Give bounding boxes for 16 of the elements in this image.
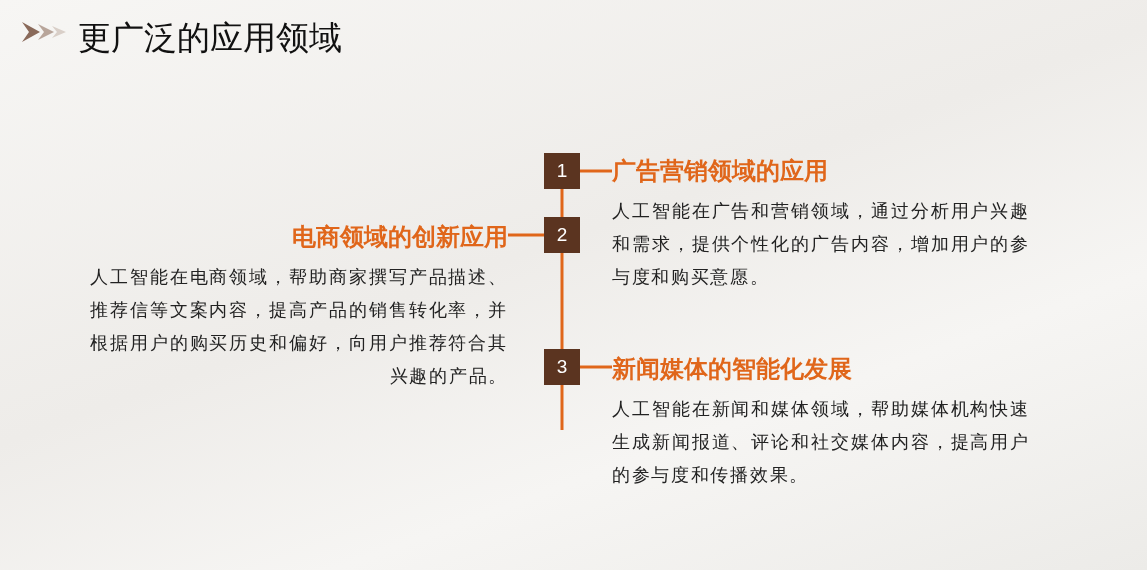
connector-line xyxy=(560,189,564,217)
connector-line xyxy=(508,233,544,237)
number-box: 1 xyxy=(544,153,580,189)
connector-line xyxy=(580,365,612,369)
section-heading: 新闻媒体的智能化发展 xyxy=(612,353,853,385)
connector-line xyxy=(560,253,564,349)
section-description: 人工智能在新闻和媒体领域，帮助媒体机构快速生成新闻报道、评论和社交媒体内容，提高用户的参与度和传播效果。 xyxy=(612,397,1030,487)
connector-line xyxy=(580,169,612,173)
section-description: 人工智能在广告和营销领域，通过分析用户兴趣和需求，提供个性化的广告内容，增加用户的参与度和购买意愿。 xyxy=(612,199,1030,289)
number-box: 3 xyxy=(544,349,580,385)
title: 更广泛的应用领域 xyxy=(78,17,342,59)
section-heading: 广告营销领域的应用 xyxy=(612,155,829,187)
number-box: 2 xyxy=(544,217,580,253)
connector-line xyxy=(560,385,564,430)
section-heading: 电商领域的创新应用 xyxy=(291,221,508,253)
section-description: 人工智能在电商领域，帮助商家撰写产品描述、推荐信等文案内容，提高产品的销售转化率，并根据用户的购买历史和偏好，向用户推荐符合其兴趣的产品。 xyxy=(90,265,508,388)
